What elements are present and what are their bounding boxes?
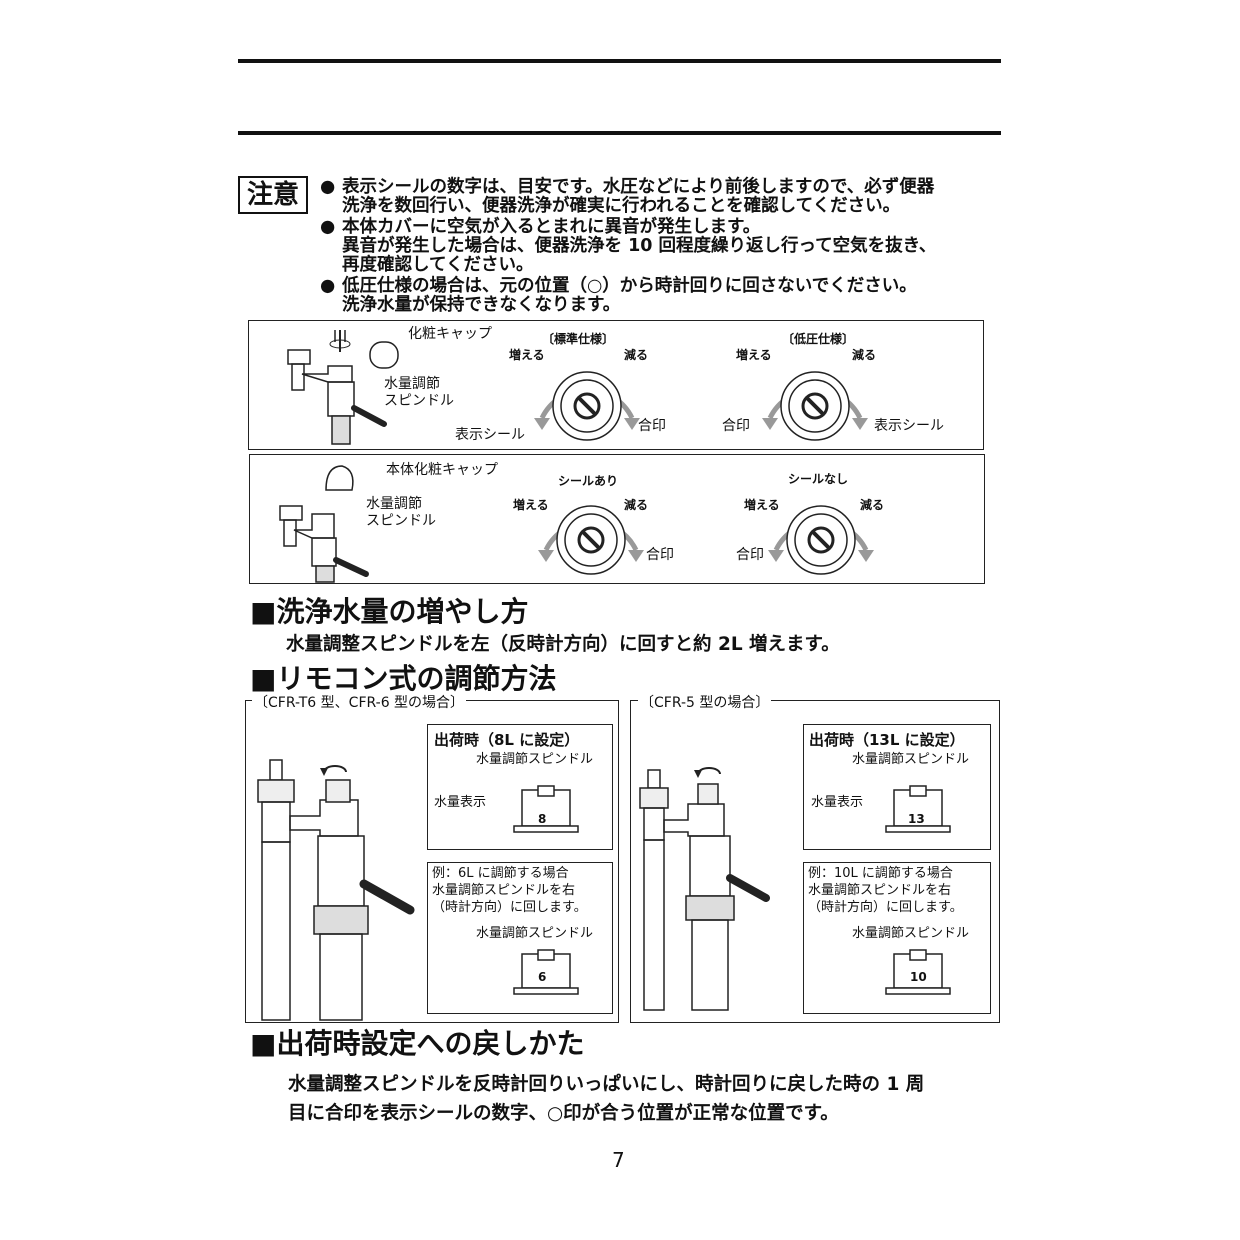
standard-dial — [534, 371, 640, 441]
increase-label-standard: 増える — [509, 348, 545, 362]
without-seal-dial — [768, 505, 874, 575]
section-increase-text: 水量調整スピンドルを左（反時計方向）に回すと約 2L 増えます。 — [286, 634, 840, 655]
increase-label-low: 増える — [736, 348, 772, 362]
valve-illustration-1 — [287, 330, 387, 445]
spindle-drawing-left-ship — [513, 785, 579, 833]
body-cap-label: 本体化粧キャップ — [386, 462, 498, 478]
spindle-drawing-left-example — [513, 949, 579, 995]
ship-indicator-right: 水量表示 — [811, 795, 864, 810]
example-spindle-right: 水量調節スピンドル — [852, 926, 970, 941]
top-rule — [238, 59, 1001, 63]
seal-label-standard: 表示シール — [455, 427, 525, 443]
ship-head-left: 出荷時（8L に設定） — [434, 731, 580, 749]
frame-cfr-t6-title: 〔CFR-T6 型、CFR-6 型の場合〕 — [252, 692, 467, 712]
spindle-label-2a: 水量調節 — [366, 496, 422, 512]
mark-label-low: 合印 — [722, 418, 750, 434]
cap-icon-2 — [325, 465, 354, 491]
ship-spindle-left: 水量調節スピンドル — [476, 752, 594, 767]
caution-label: 注意 — [238, 176, 308, 214]
mark-label-standard: 合印 — [638, 418, 666, 434]
decrease-label-noseal: 減る — [860, 498, 885, 512]
decrease-label-seal: 減る — [624, 498, 649, 512]
ship-indicator-left: 水量表示 — [434, 795, 487, 810]
example-line-right-3: （時計方向）に回します。 — [808, 900, 963, 915]
with-seal-title: シールあり — [558, 474, 619, 488]
low-pressure-dial — [762, 371, 868, 441]
remote-valve-right — [639, 769, 770, 1011]
spindle-label-2: スピンドル — [384, 393, 454, 409]
mark-label-seal: 合印 — [646, 547, 674, 563]
decrease-label-low: 減る — [852, 348, 877, 362]
decrease-label-standard: 減る — [624, 348, 649, 362]
example-spindle-left: 水量調節スピンドル — [476, 926, 594, 941]
frame-cfr-5-title: 〔CFR-5 型の場合〕 — [638, 692, 772, 712]
cap-icon — [369, 341, 399, 369]
increase-label-noseal: 増える — [744, 498, 780, 512]
section-reset-line-1: 水量調整スピンドルを反時計回りいっぱいにし、時計回りに戻した時の 1 周 — [288, 1074, 925, 1095]
remote-valve-left — [257, 759, 415, 1021]
example-value-right: 10 — [910, 970, 927, 984]
increase-label-seal: 増える — [513, 498, 549, 512]
ship-head-right: 出荷時（13L に設定） — [809, 731, 965, 749]
section-increase-title: ■洗浄水量の増やし方 — [250, 595, 529, 628]
page-number: 7 — [612, 1148, 625, 1172]
low-title: 〔低圧仕様〕 — [782, 332, 855, 346]
valve-illustration-2 — [279, 505, 369, 583]
ship-value-right: 13 — [908, 812, 925, 826]
spindle-drawing-right-ship — [885, 785, 951, 833]
rotate-icon-left — [320, 765, 347, 776]
header-rule — [238, 131, 1001, 135]
section-reset-line-2: 目に合印を表示シールの数字、○印が合う位置が正常な位置です。 — [288, 1103, 839, 1124]
example-value-left: 6 — [538, 970, 547, 984]
caution-note-2: ●本体カバーに空気が入るとまれに異音が発生します。 異音が発生した場合は、便器洗… — [320, 217, 937, 275]
rotate-icon-right — [694, 767, 721, 778]
example-line-left-1: 例：6L に調節する場合 — [432, 866, 569, 881]
cap-label: 化粧キャップ — [408, 326, 492, 342]
section-reset-title: ■出荷時設定への戻しかた — [250, 1027, 585, 1060]
example-line-left-3: （時計方向）に回します。 — [432, 900, 587, 915]
ship-value-left: 8 — [538, 812, 547, 826]
mark-label-noseal: 合印 — [736, 547, 764, 563]
spindle-label-2b: スピンドル — [366, 513, 436, 529]
without-seal-title: シールなし — [788, 472, 849, 486]
spindle-drawing-right-example — [885, 949, 951, 995]
figure-standard-low-pressure — [248, 320, 984, 450]
section-remote-title: ■リモコン式の調節方法 — [250, 662, 557, 695]
example-line-right-2: 水量調節スピンドルを右 — [808, 883, 952, 898]
caution-note-1: ●表示シールの数字は、目安です。水圧などにより前後しますので、必ず便器 洗浄を数… — [320, 177, 935, 216]
caution-note-3: ●低圧仕様の場合は、元の位置（○）から時計回りに回さないでください。 洗浄水量が… — [320, 276, 917, 315]
example-line-right-1: 例：10L に調節する場合 — [808, 866, 953, 881]
ship-spindle-right: 水量調節スピンドル — [852, 752, 970, 767]
with-seal-dial — [538, 505, 644, 575]
spindle-label-1: 水量調節 — [384, 376, 440, 392]
standard-title: 〔標準仕様〕 — [542, 332, 615, 346]
example-line-left-2: 水量調節スピンドルを右 — [432, 883, 576, 898]
seal-label-low: 表示シール — [874, 418, 944, 434]
